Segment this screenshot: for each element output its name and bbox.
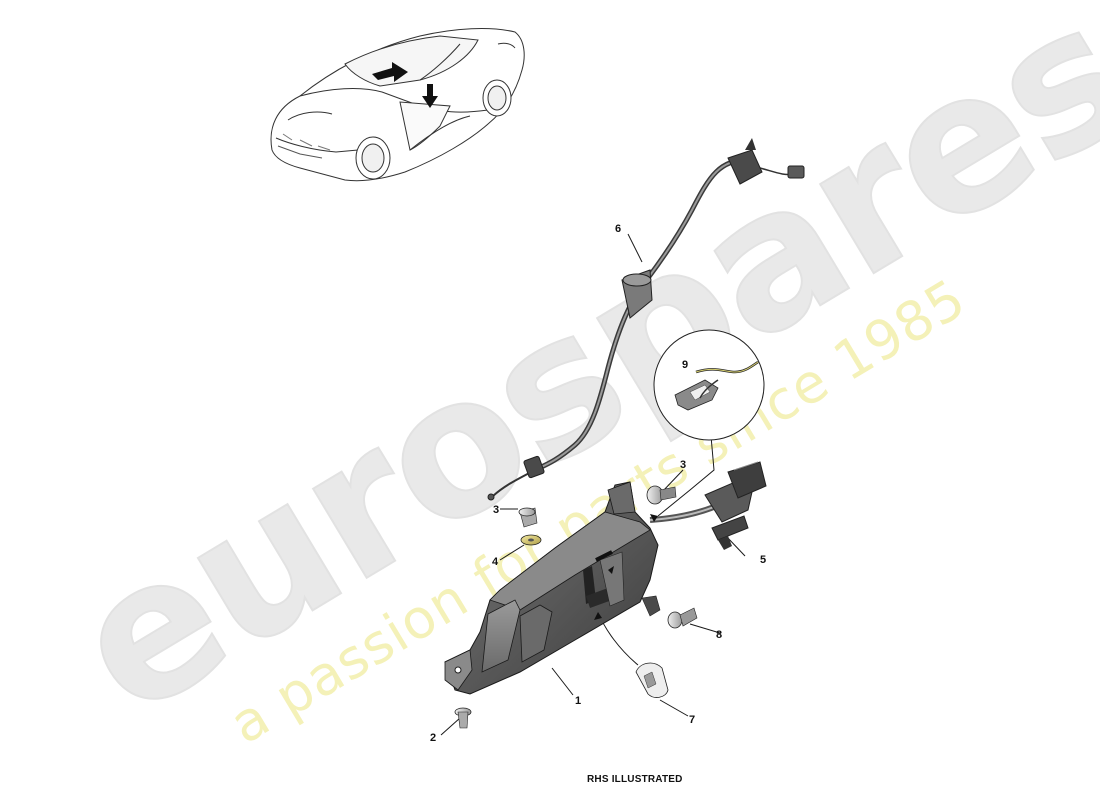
callout-8: 8 [716,629,722,641]
callout-3-lower: 3 [493,504,499,516]
arrow-icon [594,514,658,620]
watermark: eurospares a passion for parts since 198… [38,0,1100,760]
wiring-harness [649,461,767,523]
arrow-icon [372,62,438,108]
release-cable [487,138,805,501]
callout-3-upper: 3 [680,459,686,471]
callout-6: 6 [615,223,621,235]
clip-part-5 [711,515,749,550]
fasteners [454,485,698,729]
callout-2: 2 [430,732,436,744]
illustration-caption: RHS ILLUSTRATED [587,774,683,785]
callout-4: 4 [492,556,499,568]
callout-7: 7 [689,714,695,726]
callout-5: 5 [760,554,766,566]
callout-9: 9 [682,359,688,371]
callouts: 6 9 3 3 4 5 8 1 7 2 [430,223,766,744]
inset-detail [653,329,765,441]
callout-1: 1 [575,695,581,707]
car-overview-illustration [270,28,525,182]
watermark-brand: eurospares [39,0,1100,759]
release-handle-housing [444,481,661,695]
